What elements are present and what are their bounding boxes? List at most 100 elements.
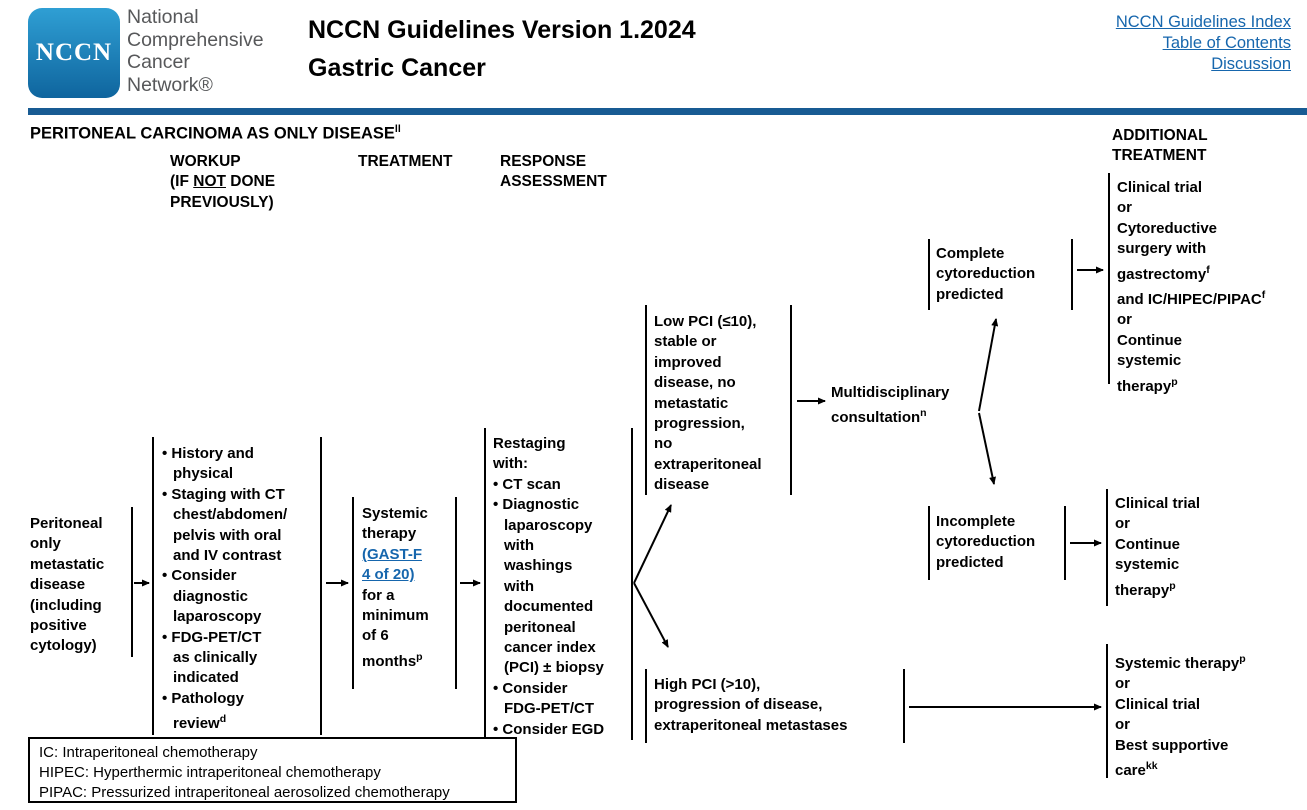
- text-segment: systemic: [1117, 352, 1182, 370]
- text-segment: or: [1115, 716, 1130, 734]
- text-segment: Incomplete: [936, 513, 1016, 530]
- text-line: as clinically: [162, 648, 320, 668]
- text-segment: stable or: [654, 333, 717, 351]
- footnote-superscript: p: [1171, 375, 1178, 388]
- text-line: Clinical trial: [1115, 695, 1302, 715]
- text-line: Systemic: [362, 504, 455, 524]
- text-segment: therapy: [362, 525, 417, 543]
- text-segment: minimum: [362, 607, 429, 625]
- text-line: documented: [493, 597, 631, 617]
- text-line: FDG-PET/CT: [493, 699, 631, 719]
- gast-f-link[interactable]: (GAST-F: [362, 545, 422, 563]
- text-segment: cytoreduction: [936, 533, 1036, 551]
- text-line: ASSESSMENT: [500, 172, 607, 192]
- footnote-superscript: n: [920, 407, 927, 420]
- text-segment: therapy: [1117, 377, 1172, 395]
- text-segment: cancer index: [504, 639, 596, 657]
- text-line: Low PCI (≤10),: [654, 312, 790, 332]
- text-line: • Staging with CT: [162, 485, 320, 505]
- text-line: Continue: [1117, 331, 1300, 351]
- text-segment: with: [504, 577, 534, 595]
- text-line: therapyp: [1117, 372, 1300, 397]
- text-segment: gastrectomy: [1117, 265, 1207, 283]
- text-segment: of 6: [362, 627, 389, 645]
- link-table-of-contents[interactable]: Table of Contents: [1162, 34, 1291, 52]
- text-segment: pelvis with oral: [173, 526, 282, 544]
- text-line: Multidisciplinary: [831, 383, 949, 403]
- gast-f-link[interactable]: 4 of 20): [362, 566, 415, 584]
- text-line: metastatic: [654, 394, 790, 414]
- text-segment: therapy: [1115, 581, 1170, 599]
- text-line: chest/abdomen/: [162, 505, 320, 525]
- text-segment: Cytoreductive: [1117, 219, 1218, 237]
- text-segment: disease: [654, 476, 710, 494]
- text-segment: • Consider: [162, 567, 237, 585]
- text-segment: extraperitoneal: [654, 455, 762, 473]
- text-line: cytoreduction: [936, 264, 1071, 284]
- text-line: Systemic therapyp: [1115, 649, 1302, 674]
- footnote-superscript: ll: [394, 123, 401, 135]
- text-line: therapy: [362, 524, 455, 544]
- text-segment: predicted: [936, 285, 1004, 303]
- text-line: minimum: [362, 606, 455, 626]
- text-line: extraperitoneal metastases: [654, 716, 903, 736]
- text-line: or: [1115, 715, 1302, 735]
- text-segment: and IC/HIPEC/PIPAC: [1117, 291, 1262, 309]
- text-segment: extraperitoneal metastases: [654, 716, 848, 734]
- link-guidelines-index[interactable]: NCCN Guidelines Index: [1115, 13, 1291, 31]
- text-line: Clinical trial: [1115, 494, 1298, 514]
- text-segment: physical: [173, 465, 234, 483]
- text-segment: Continue: [1115, 535, 1180, 553]
- text-segment: Systemic therapy: [1115, 655, 1240, 672]
- text-segment: • Staging with CT: [162, 485, 285, 503]
- header-divider: [28, 108, 1307, 115]
- text-line: WORKUP: [170, 152, 275, 172]
- text-segment: cytology): [30, 637, 97, 655]
- text-segment: and IV contrast: [173, 547, 282, 565]
- text-line: or: [1115, 674, 1302, 694]
- text-line: reviewd: [162, 709, 320, 734]
- text-line: gastrectomyf: [1117, 260, 1300, 285]
- text-line: RESPONSE: [500, 152, 607, 172]
- text-line: Cytoreductive: [1117, 219, 1300, 239]
- text-segment: chest/abdomen/: [173, 506, 288, 524]
- text-line: (GAST-F: [362, 545, 455, 565]
- text-line: peritoneal: [493, 618, 631, 638]
- text-segment: no: [654, 435, 673, 453]
- text-segment: ASSESSMENT: [500, 173, 607, 191]
- text-segment: Continue: [1117, 331, 1182, 349]
- text-line: cytology): [30, 636, 131, 656]
- text-line: indicated: [162, 668, 320, 688]
- text-segment: • Diagnostic: [493, 496, 580, 514]
- text-line: surgery with: [1117, 239, 1300, 259]
- text-line: 4 of 20): [362, 565, 455, 585]
- text-line: only: [30, 534, 131, 554]
- text-line: • Consider EGD: [493, 720, 631, 740]
- text-line: extraperitoneal: [654, 455, 790, 475]
- text-segment: Best supportive: [1115, 736, 1229, 754]
- text-line: Best supportive: [1115, 736, 1302, 756]
- text-line: systemic: [1117, 351, 1300, 371]
- text-line: • FDG-PET/CT: [162, 628, 320, 648]
- text-line: • Consider: [493, 679, 631, 699]
- text-segment: surgery with: [1117, 240, 1207, 258]
- link-discussion[interactable]: Discussion: [1211, 55, 1291, 73]
- text-line: of 6: [362, 626, 455, 646]
- text-line: ADDITIONAL: [1112, 126, 1208, 146]
- text-line: HIPEC: Hyperthermic intraperitoneal chem…: [39, 763, 515, 783]
- header-links: NCCN Guidelines Index Table of Contents …: [1116, 12, 1291, 75]
- text-segment: Systemic: [362, 505, 428, 522]
- text-line: monthsp: [362, 647, 455, 672]
- footnote-superscript: p: [416, 650, 423, 663]
- text-segment: care: [1115, 762, 1146, 780]
- text-line: with: [493, 536, 631, 556]
- footnote-superscript: d: [219, 713, 227, 726]
- text-segment: or: [1115, 675, 1130, 693]
- text-line: washings: [493, 556, 631, 576]
